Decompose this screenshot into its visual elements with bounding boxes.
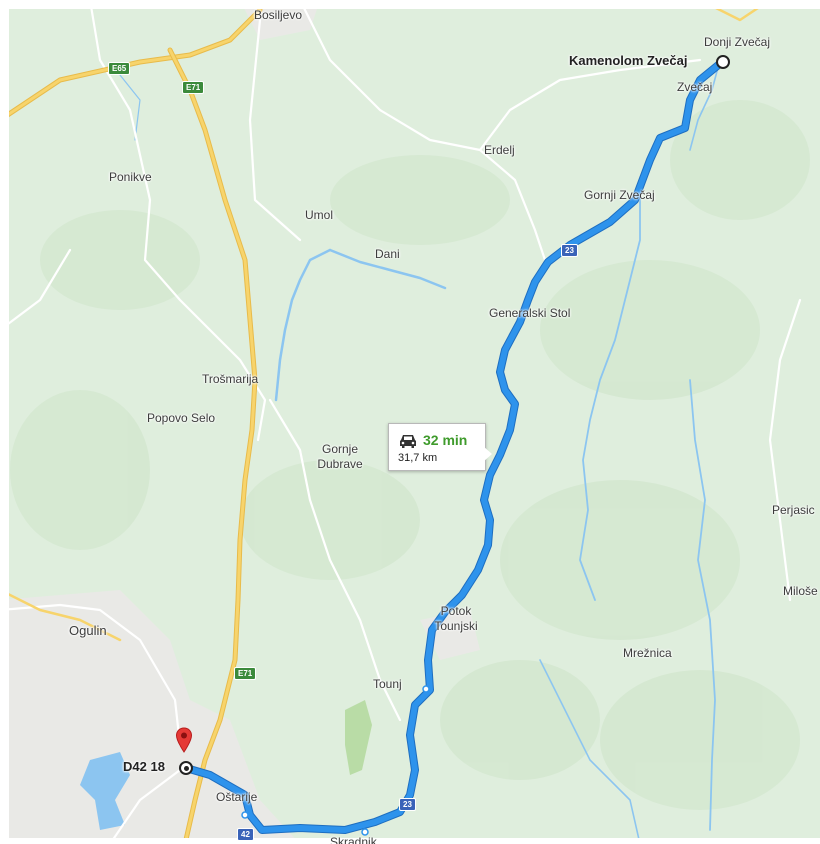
destination-marker[interactable] bbox=[179, 761, 193, 775]
place-label: Tounj bbox=[373, 677, 402, 691]
road-shield-e71: E71 bbox=[182, 81, 205, 94]
origin-label[interactable]: Kamenolom Zvečaj bbox=[569, 53, 688, 68]
place-label: Tounjski bbox=[434, 619, 478, 633]
road-shield-e71: E71 bbox=[234, 667, 257, 680]
place-label: Bosiljevo bbox=[254, 8, 303, 22]
place-label: Dani bbox=[375, 247, 400, 261]
route-duration: 32 min bbox=[423, 432, 468, 448]
place-label: Dubrave bbox=[317, 457, 363, 471]
frame-edge-top bbox=[0, 0, 820, 9]
place-label: Popovo Selo bbox=[147, 411, 216, 425]
place-label: Gornji Zvečaj bbox=[584, 188, 655, 202]
park bbox=[345, 700, 372, 775]
lake bbox=[80, 752, 130, 830]
place-label: Miloše bbox=[783, 584, 818, 598]
route-info-pointer bbox=[483, 446, 492, 462]
destination-label[interactable]: D42 18 bbox=[123, 759, 165, 774]
origin-marker[interactable] bbox=[716, 55, 730, 69]
water bbox=[119, 59, 721, 844]
place-label: Zvečaj bbox=[677, 80, 713, 94]
route-info-box[interactable]: 32 min 31,7 km bbox=[388, 423, 492, 471]
place-label: Ponikve bbox=[109, 170, 152, 184]
place-label: Oštarije bbox=[216, 790, 258, 804]
frame-edge-bottom bbox=[0, 838, 820, 844]
road-shield-23: 23 bbox=[561, 244, 578, 257]
road-shield-e65: E65 bbox=[108, 62, 131, 75]
route-distance: 31,7 km bbox=[398, 452, 438, 464]
major-roads bbox=[0, 0, 772, 844]
place-label: Perjasic bbox=[772, 503, 815, 517]
map-pin-icon[interactable] bbox=[175, 727, 193, 753]
place-label: Erdelj bbox=[484, 143, 515, 157]
place-label: Potok bbox=[440, 604, 472, 618]
road-shield-23: 23 bbox=[399, 798, 416, 811]
road-shield-42: 42 bbox=[237, 828, 254, 841]
place-label: Skradnik bbox=[330, 835, 377, 844]
place-label: Umol bbox=[305, 208, 334, 222]
place-label: Mrežnica bbox=[623, 646, 672, 660]
route-line bbox=[182, 58, 726, 834]
place-label: Gornje bbox=[321, 442, 359, 456]
frame-edge-left bbox=[0, 0, 9, 844]
car-icon bbox=[400, 435, 416, 448]
place-label: Donji Zvečaj bbox=[704, 35, 771, 49]
route-waypoints bbox=[241, 685, 430, 836]
terrain bbox=[10, 100, 810, 810]
place-label: Trošmarija bbox=[202, 372, 259, 386]
place-label: Generalski Stol bbox=[489, 306, 571, 320]
place-label: Ogulin bbox=[69, 623, 107, 638]
